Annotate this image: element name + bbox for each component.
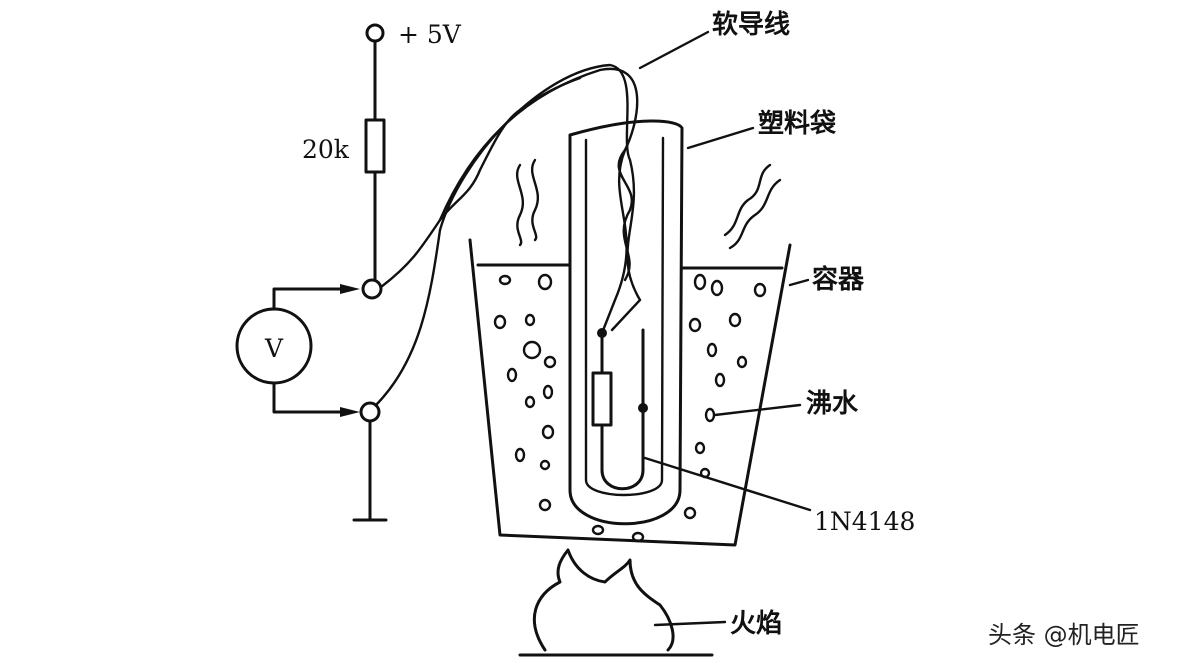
bubbles: [493, 273, 767, 543]
container: [468, 238, 792, 547]
label-soft-wire: 软导线: [712, 10, 790, 40]
label-resistor: 20k: [302, 135, 350, 164]
resistor-symbol: [364, 118, 386, 174]
arrow-bottom-icon: [340, 407, 360, 417]
label-flame: 火焰: [730, 609, 782, 639]
steam: [515, 158, 782, 250]
upper-terminal: [361, 278, 383, 300]
watermark-text: 头条 @机电匠: [988, 621, 1140, 649]
circuit: [235, 23, 388, 522]
arrow-top-icon: [340, 284, 360, 294]
label-supply: + 5V: [398, 20, 462, 49]
leader-lines: [638, 30, 812, 627]
twisted-soft-wire: [374, 63, 642, 407]
flame: [518, 548, 714, 657]
label-boiling-water: 沸水: [806, 389, 859, 419]
label-plastic-bag: 塑料袋: [758, 109, 837, 139]
supply-terminal: [365, 23, 385, 43]
container-walls: [468, 238, 792, 547]
diode-assembly: [591, 328, 648, 491]
label-container: 容器: [812, 264, 865, 295]
diode-symbol: [591, 371, 613, 427]
label-diode: 1N4148: [814, 507, 915, 536]
plastic-bag: [568, 119, 684, 526]
label-voltmeter: V: [264, 334, 284, 363]
voltmeter-lead-bottom: [272, 381, 342, 414]
voltmeter-lead-top: [272, 287, 342, 311]
